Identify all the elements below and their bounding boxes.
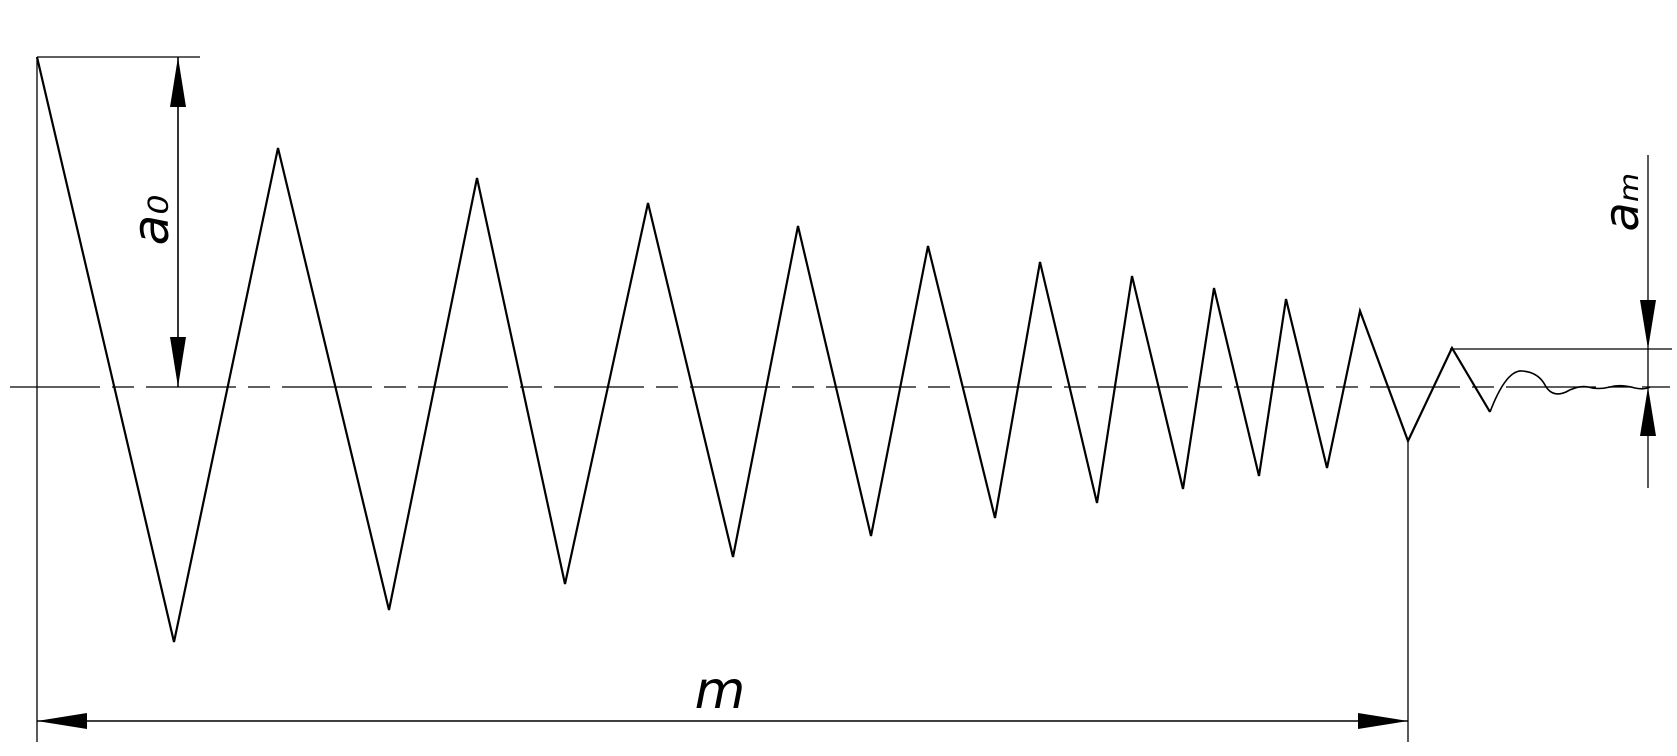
m-arrow-left <box>37 713 87 729</box>
damped-tail-waves <box>1489 370 1651 413</box>
a0-arrow-bottom <box>170 337 186 387</box>
am-arrow-top <box>1640 300 1656 349</box>
final-amplitude-dimension: aₘ <box>1450 155 1672 488</box>
final-amplitude-label: aₘ <box>1594 172 1650 231</box>
cycle-count-label: m <box>695 661 746 721</box>
initial-amplitude-label: a₀ <box>122 195 180 246</box>
damped-oscillation-curve <box>35 56 1491 643</box>
a0-arrow-top <box>170 57 186 107</box>
cycle-count-dimension: m <box>36 57 1409 742</box>
m-arrow-right <box>1358 713 1408 729</box>
am-arrow-bottom <box>1640 387 1656 436</box>
initial-amplitude-dimension: a₀ <box>37 56 200 387</box>
